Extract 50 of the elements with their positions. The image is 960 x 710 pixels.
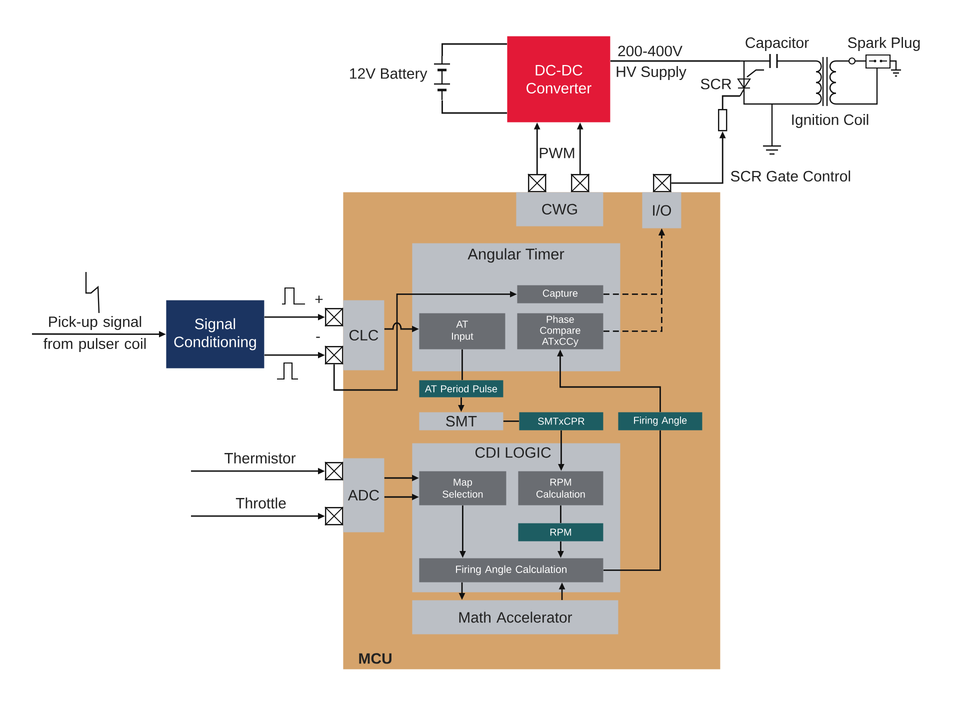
part-label: Ignition Coil	[792, 114, 868, 128]
resistor-symbol	[718, 109, 728, 132]
supply-label: HV Supply	[616, 66, 686, 80]
function-box: Phase Compare ATxCCy	[517, 313, 604, 350]
part-label: Capacitor	[746, 37, 809, 51]
edge-label: Throttle	[236, 498, 286, 508]
wire	[722, 95, 740, 109]
part-label: Spark Plug	[848, 37, 920, 51]
wire	[442, 100, 507, 114]
battery-symbol	[433, 55, 451, 101]
signal-tag: AT Period Pulse	[419, 380, 504, 398]
signal-tag: Firing Angle	[618, 412, 702, 430]
edge-label: Thermistor	[224, 452, 296, 464]
wire	[610, 60, 740, 62]
signal-tag: SMTxCPR	[519, 412, 604, 430]
converter-box: DC-DC Converter	[507, 36, 610, 122]
peripheral-block: CLC	[343, 300, 384, 370]
part-label: 12V Battery	[350, 68, 428, 82]
connector-line	[603, 430, 661, 571]
connector-line	[462, 349, 463, 380]
peripheral-block: Math Accelerator	[412, 600, 618, 634]
peripheral-block: I/O	[642, 192, 682, 228]
voltage-label: 200-400V	[618, 46, 682, 56]
wire	[442, 43, 507, 56]
pin-symbol	[324, 346, 344, 365]
process-box: Signal Conditioning	[166, 300, 264, 368]
pin-symbol	[324, 506, 344, 526]
polarity-sign: -	[316, 336, 320, 338]
function-box: RPM Calculation	[518, 471, 604, 506]
peripheral-block: ADC	[343, 458, 384, 532]
connector-line	[560, 505, 562, 523]
signal-label: PWM	[540, 148, 574, 158]
part-label: SCR	[700, 78, 732, 90]
peripheral-block: CWG	[516, 192, 604, 226]
peripheral-block: SMT	[419, 412, 504, 430]
edge-label: Pick-up signal from pulser coil	[44, 316, 146, 352]
function-box: Capture	[517, 285, 604, 304]
edge-label: SCR Gate Control	[730, 170, 850, 182]
ignition-circuit	[737, 53, 902, 107]
pin-symbol	[324, 462, 344, 481]
function-box: Map Selection	[419, 471, 506, 506]
pin-symbol	[652, 174, 672, 193]
signal-tag: RPM	[518, 523, 604, 542]
pin-symbol	[528, 174, 547, 193]
pin-symbol	[570, 174, 590, 193]
pin-symbol	[324, 308, 344, 327]
connector-line	[503, 420, 519, 422]
function-box: Firing Angle Calculation	[419, 558, 604, 582]
function-box: AT Input	[419, 313, 506, 350]
polarity-sign: +	[315, 296, 323, 304]
